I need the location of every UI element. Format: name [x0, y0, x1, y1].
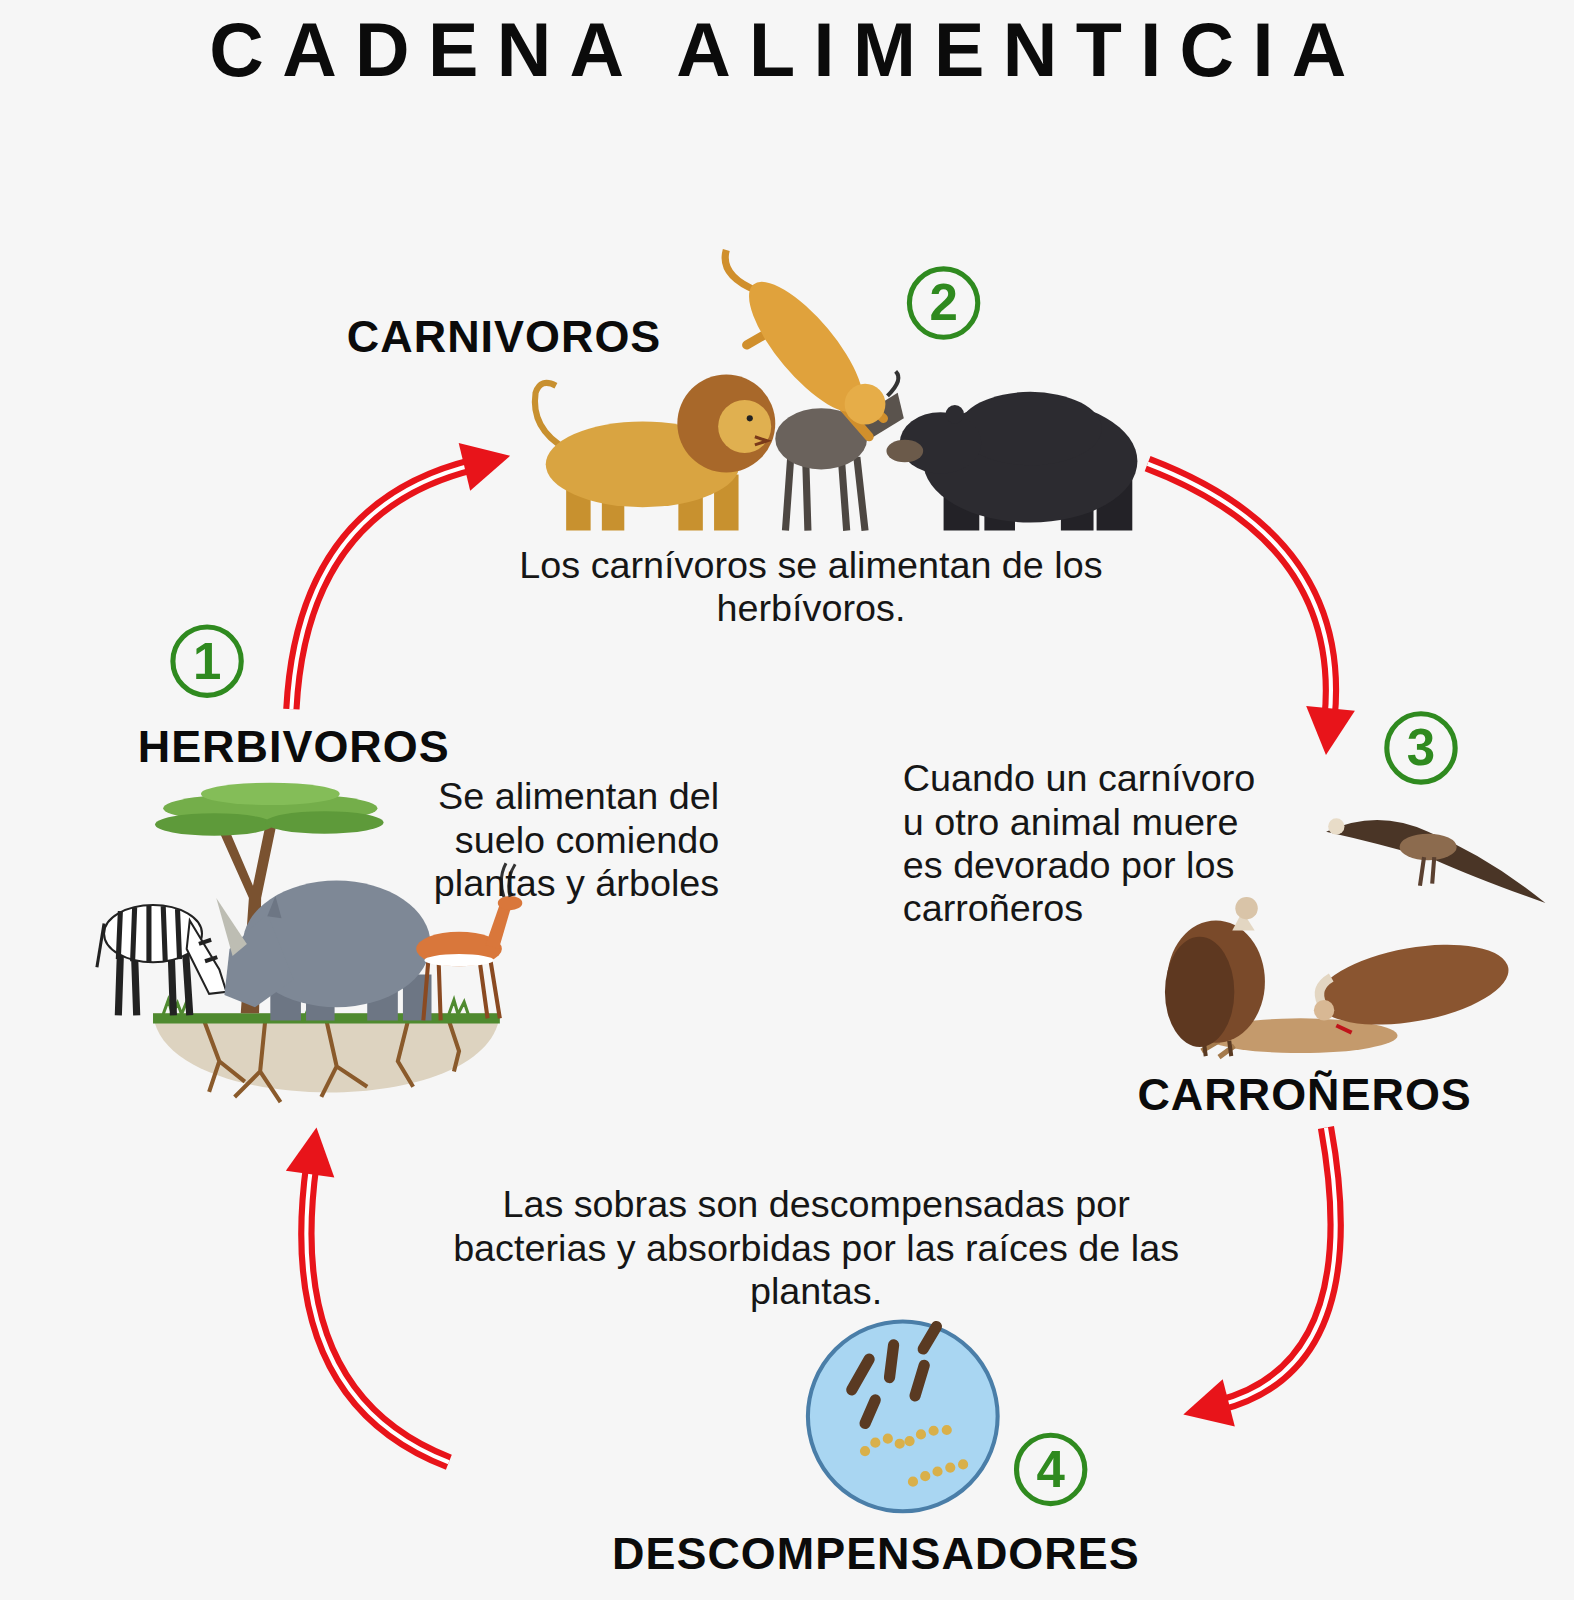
bear-snout [886, 440, 923, 462]
arrow-head [1306, 706, 1355, 755]
arrow-shaft [306, 1164, 448, 1462]
food-chain-arrow [1148, 464, 1355, 755]
lion-eye [747, 415, 753, 421]
vulture-wings [1326, 820, 1545, 903]
callout-number: 4 [1014, 1433, 1087, 1506]
bear-ear [946, 405, 964, 423]
arrow-shaft [291, 465, 474, 710]
bacteria-scene [808, 1321, 998, 1511]
arrow-head [459, 443, 510, 491]
vulture-legs [1420, 857, 1434, 886]
puma-head [845, 384, 886, 425]
stage-heading: HERBIVOROS [138, 721, 566, 773]
stage-description: Se alimentan del suelo comiendo plantas … [372, 776, 719, 906]
lion-face [718, 400, 771, 453]
food-chain-arrow [291, 443, 510, 709]
stage-description: Los carnívoros se alimentan de los herbí… [515, 544, 1107, 631]
arrow-head [1183, 1379, 1235, 1426]
rhino-ear [267, 896, 281, 918]
vulture-wing [1165, 937, 1234, 1047]
tree-canopy [155, 813, 273, 835]
rhino-horn [216, 898, 247, 956]
arrow-shaft [1148, 464, 1331, 719]
microscope-view [808, 1321, 998, 1511]
vulture-body [1311, 932, 1515, 1038]
arrow-head [286, 1128, 335, 1178]
puma-tail [725, 250, 757, 291]
arrow-shaft [1219, 1128, 1336, 1406]
zebra-stripes [118, 905, 179, 962]
food-chain-stage: CARNIVOROSLos carnívoros se alimentan de… [510, 240, 1148, 633]
food-chain-stage: Cuando un carnívoro u otro animal muere … [898, 755, 1551, 1127]
zebra-tail [97, 923, 104, 967]
stage-description: Las sobras son descompensadas por bacter… [449, 1184, 1183, 1314]
vulture-head [1235, 897, 1257, 919]
zebra-head [187, 920, 227, 993]
food-chain-stage: HERBIVOROSSe alimentan del suelo comiend… [97, 709, 724, 1127]
bacteria-chain [913, 1464, 964, 1481]
arrow-stripe [1148, 464, 1331, 719]
lion-mouth [755, 437, 767, 445]
zebra-body [104, 905, 202, 962]
lion-tail [535, 383, 566, 449]
stage-heading: CARROÑEROS [1137, 1069, 1535, 1121]
diagram-title: CADENA ALIMENTICIA [0, 6, 1574, 93]
lion-mane [677, 374, 775, 472]
gazelle-neck [486, 904, 512, 949]
bear-hump [959, 392, 1102, 465]
roots [204, 1020, 459, 1102]
callout-number: 1 [170, 624, 243, 697]
callout-number: 3 [1384, 711, 1457, 784]
food-chain-arrow [1183, 1128, 1335, 1427]
vulture-body [1400, 834, 1457, 861]
arrow-stripe [306, 1164, 448, 1462]
food-chain-stage: Las sobras son descompensadas por bacter… [449, 1184, 1183, 1582]
zebra-stripes [199, 940, 217, 961]
bacteria-rods [852, 1327, 937, 1424]
vulture-head [1328, 818, 1344, 834]
stage-heading: DESCOMPENSADORES [612, 1529, 1183, 1581]
vulture-head [1314, 1000, 1334, 1020]
food-chain-arrow [286, 1128, 449, 1463]
tree-canopy [265, 811, 383, 833]
callout-number: 2 [907, 266, 980, 339]
stage-description: Cuando un carnívoro u otro animal muere … [903, 757, 1286, 931]
blood [1336, 1026, 1351, 1033]
gazelle-belly [424, 954, 493, 966]
arrow-stripe [1219, 1128, 1336, 1406]
carnivore-scene [535, 250, 1137, 531]
bacteria-chain [865, 1430, 954, 1451]
arrow-stripe [291, 465, 474, 710]
tree-canopy [201, 783, 340, 805]
wildebeest-horn [887, 371, 898, 395]
stage-heading: CARNIVOROS [347, 311, 775, 363]
